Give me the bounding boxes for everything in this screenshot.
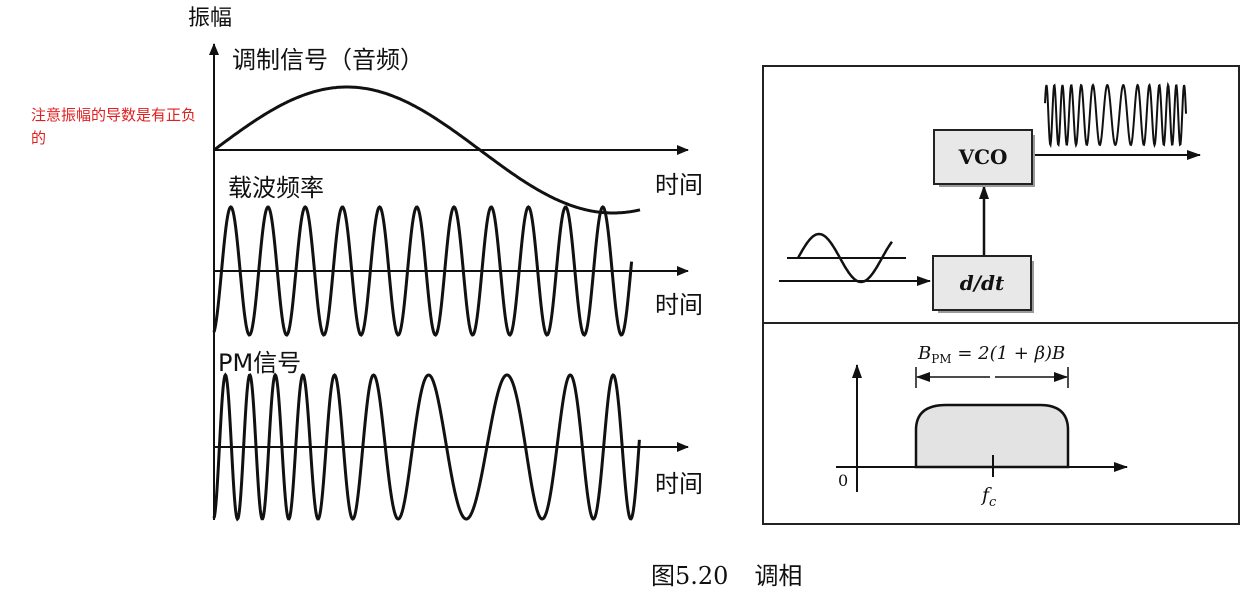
pm-signal-wave xyxy=(212,372,641,522)
time-label-carrier: 时间 xyxy=(655,291,703,319)
center-frequency-label: fc xyxy=(982,484,996,510)
time-label-modulating: 时间 xyxy=(655,171,703,199)
bandwidth-formula: BPM = 2(1 + β)B xyxy=(918,343,1065,366)
carrier-frequency-label: 载波频率 xyxy=(228,174,324,202)
spectrum-band-shape xyxy=(914,403,1070,469)
figure-number: 图5.20 xyxy=(651,562,729,590)
vco-block: VCO xyxy=(933,129,1033,185)
carrier-wave xyxy=(212,205,634,337)
pm-signal-label: PM信号 xyxy=(218,349,302,377)
y-axis-label: 振幅 xyxy=(188,6,233,31)
center-frequency-subscript: c xyxy=(989,494,997,510)
bandwidth-expression: = 2(1 + β)B xyxy=(951,343,1066,364)
time-label-pm: 时间 xyxy=(655,470,703,498)
modulating-signal-wave xyxy=(213,85,641,215)
differentiator-block: d/dt xyxy=(932,255,1032,311)
figure-title: 调相 xyxy=(754,562,803,590)
figure-caption: 图5.20 调相 xyxy=(651,556,802,591)
input-sine-icon xyxy=(796,232,893,284)
bandwidth-symbol: B xyxy=(918,343,932,364)
center-frequency-symbol: f xyxy=(982,484,990,506)
modulating-signal-label: 调制信号（音频） xyxy=(232,46,424,74)
outer-frame xyxy=(762,65,1240,525)
derivative-note: 注意振幅的导数是有正负的 xyxy=(31,106,197,147)
origin-label: 0 xyxy=(838,471,849,490)
bandwidth-subscript: PM xyxy=(931,352,952,366)
output-wave-icon xyxy=(1044,81,1187,149)
